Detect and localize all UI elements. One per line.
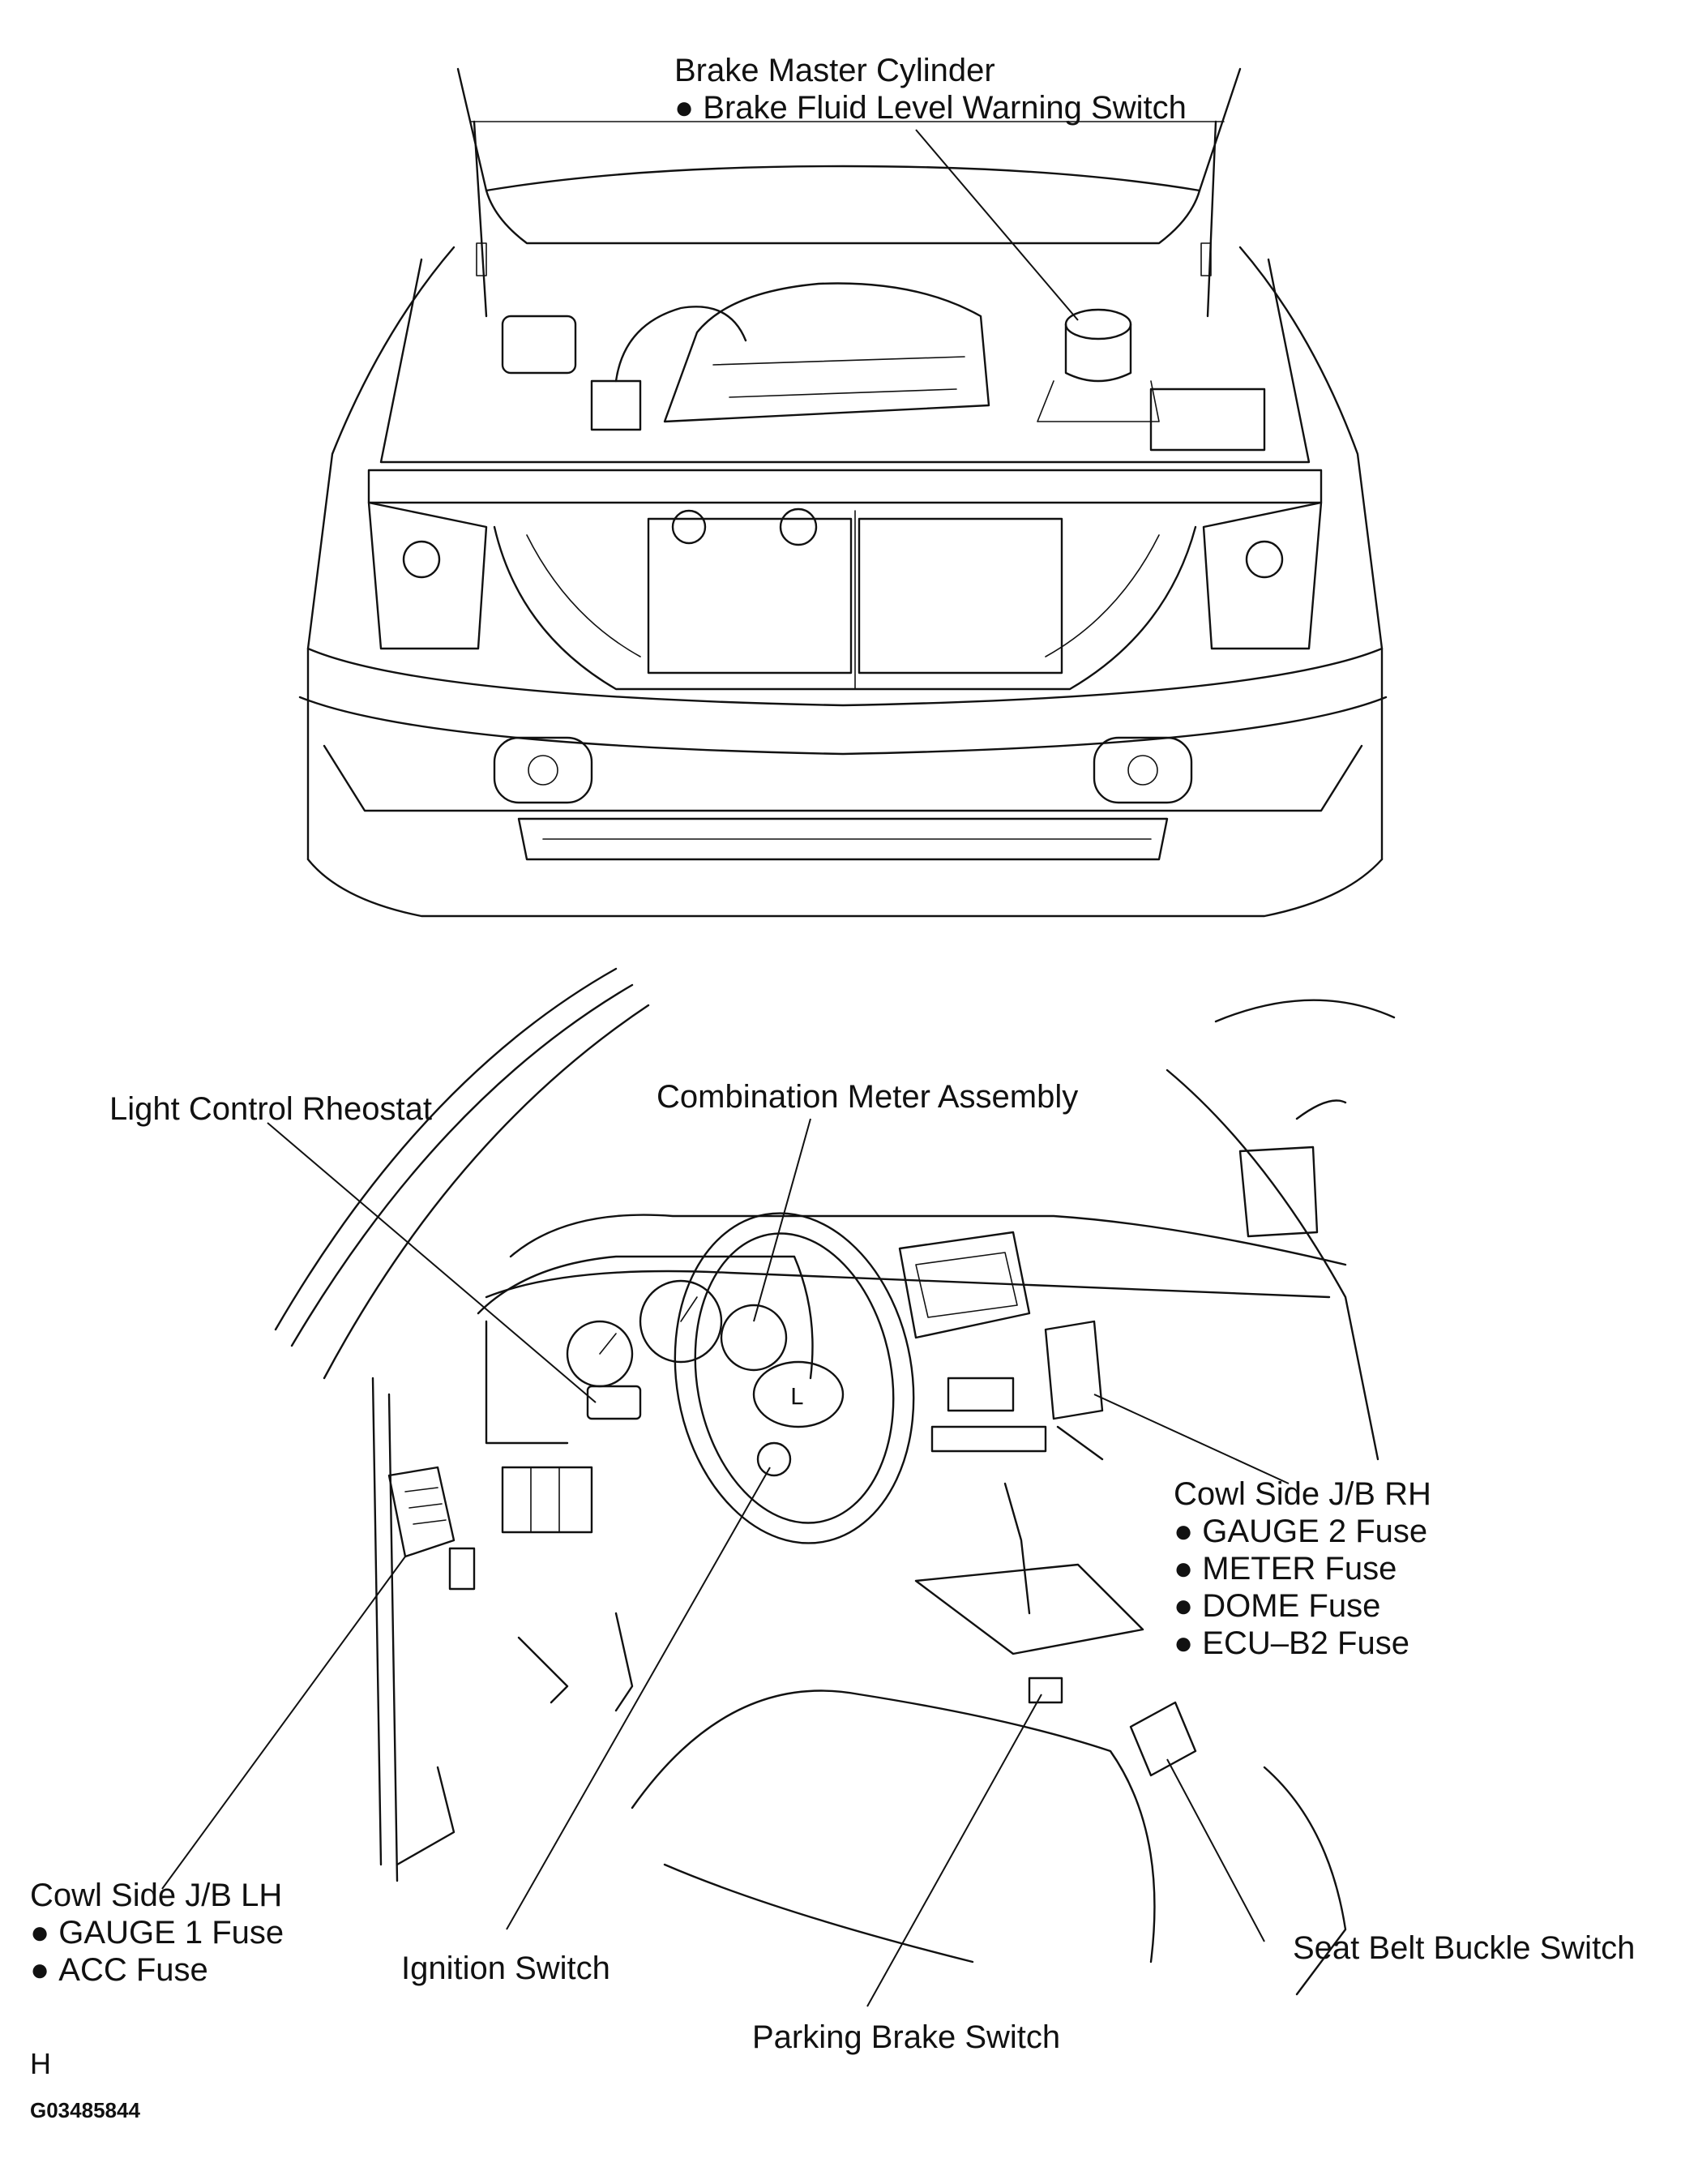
label-title: Brake Master Cylinder	[674, 53, 995, 88]
label-item: GAUGE 1 Fuse	[30, 1914, 284, 1951]
label-title: Ignition Switch	[401, 1951, 610, 1986]
label-title: Seat Belt Buckle Switch	[1293, 1930, 1636, 1966]
label-item: GAUGE 2 Fuse	[1174, 1513, 1431, 1550]
label-item: METER Fuse	[1174, 1550, 1431, 1587]
label-combination-meter-assembly: Combination Meter Assembly	[657, 1078, 1078, 1116]
leader-parking-brake	[866, 1694, 1042, 2007]
footer-letter: H	[30, 2047, 51, 2080]
label-item: ECU–B2 Fuse	[1174, 1625, 1431, 1662]
label-title: Cowl Side J/B LH	[30, 1878, 283, 1913]
leader-cowl-side-rh	[1093, 1394, 1290, 1484]
label-cowl-side-jb-lh: Cowl Side J/B LH GAUGE 1 Fuse ACC Fuse	[30, 1877, 284, 1989]
svg-text:L: L	[790, 1383, 803, 1410]
label-title: Light Control Rheostat	[109, 1091, 433, 1127]
label-item: Brake Fluid Level Warning Switch	[674, 89, 1187, 126]
label-title: Parking Brake Switch	[752, 2019, 1061, 2055]
leader-lines	[161, 129, 1290, 2007]
label-cowl-side-jb-rh: Cowl Side J/B RH GAUGE 2 Fuse METER Fuse…	[1174, 1475, 1431, 1662]
leader-seat-belt-buckle	[1166, 1758, 1265, 1942]
car-front-illustration	[298, 67, 1388, 918]
label-light-control-rheostat: Light Control Rheostat	[109, 1090, 432, 1128]
label-title: Combination Meter Assembly	[657, 1079, 1079, 1115]
label-brake-master-cylinder: Brake Master Cylinder Brake Fluid Level …	[674, 52, 1187, 126]
label-item: DOME Fuse	[1174, 1587, 1431, 1625]
car-interior-illustration: L	[274, 967, 1396, 1996]
label-title: Cowl Side J/B RH	[1174, 1476, 1431, 1512]
leader-light-control-rheostat	[267, 1122, 597, 1403]
leader-ignition-switch	[506, 1467, 771, 1930]
leader-brake-master-cylinder	[915, 129, 1079, 321]
label-ignition-switch: Ignition Switch	[401, 1950, 610, 1987]
label-parking-brake-switch: Parking Brake Switch	[752, 2019, 1060, 2056]
label-item: ACC Fuse	[30, 1951, 284, 1989]
figure-code: G03485844	[30, 2098, 140, 2122]
leader-combination-meter	[753, 1118, 811, 1322]
label-seat-belt-buckle-switch: Seat Belt Buckle Switch	[1293, 1929, 1635, 1967]
leader-cowl-side-lh	[161, 1556, 406, 1890]
